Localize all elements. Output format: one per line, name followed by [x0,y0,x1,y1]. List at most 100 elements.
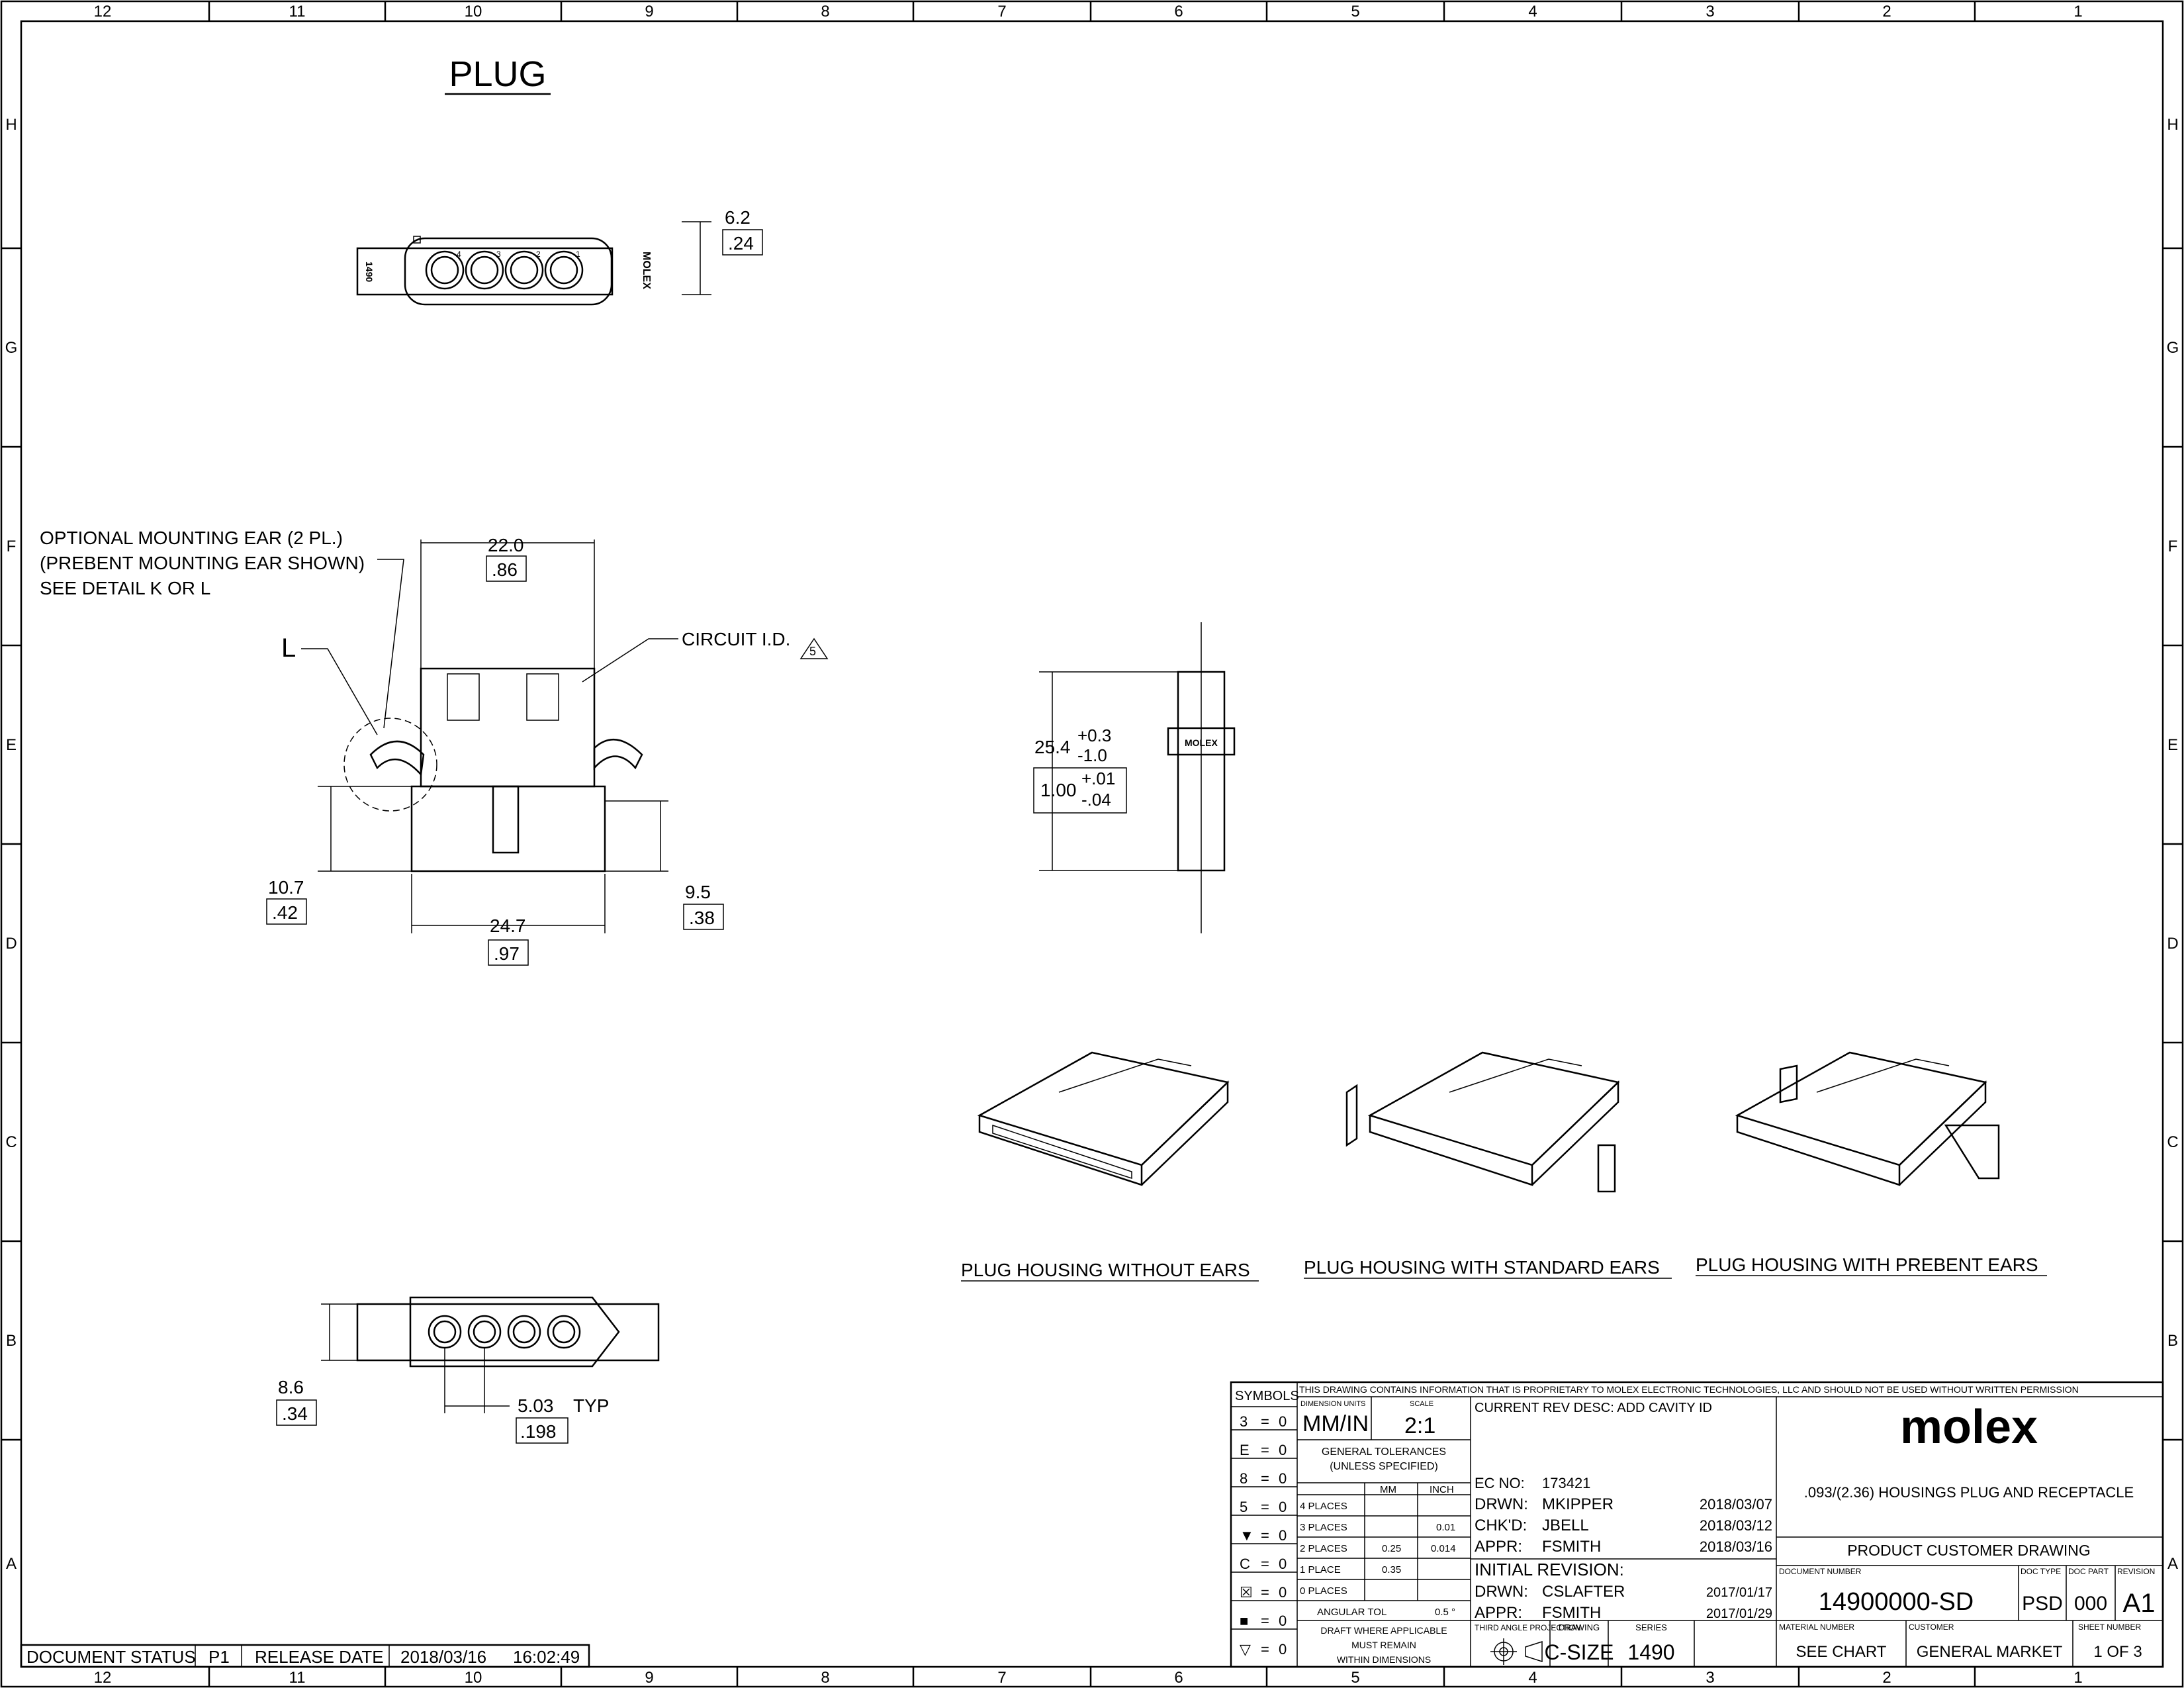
tol-1-place: 1 PLACE [1300,1564,1341,1575]
iso-view-without-ears [977,1051,1230,1186]
doc-number: 14900000-SD [1819,1588,1974,1616]
zone-col-6: 6 [1174,3,1183,21]
proprietary-notice: THIS DRAWING CONTAINS INFORMATION THAT I… [1299,1384,2079,1395]
symbol-value-7: 0 [1279,1584,1287,1601]
zone-row-b: B [6,1332,17,1350]
circuit-id-label: CIRCUIT I.D. [682,629,790,649]
dim-25-4-tol-plus: +0.3 [1077,726,1111,745]
side-label-molex: MOLEX [1185,737,1218,748]
zone-col-10: 10 [465,3,482,21]
dim-top-height-in: .24 [728,233,754,254]
front-view-dimensions: 22.0 .86 10.7 .42 9.5 .38 24.7 .97 [266,535,724,966]
drawing-size-label: DRAWING [1559,1622,1600,1632]
series-label: SERIES [1635,1622,1667,1632]
gen-tol-2: (UNLESS SPECIFIED) [1330,1461,1438,1472]
svg-text:=: = [1261,1556,1269,1572]
initial-rev-label: INITIAL REVISION: [1475,1560,1624,1579]
init-drwn-label: DRWN: [1475,1583,1528,1601]
zone-row-f-right: F [2168,538,2178,555]
zone-col-6-bottom: 6 [1174,1669,1183,1687]
side-view-dimension: 25.4 +0.3 -1.0 1.00 +.01 -.04 [1033,671,1178,871]
draft-1: DRAFT WHERE APPLICABLE [1320,1625,1447,1636]
title-block-text: SYMBOLS 3=0 E=0 8=0 5=0 ▼=0 C=0 ☒=0 ■=0 … [1235,1384,2155,1665]
sheet-label: SHEET NUMBER [2078,1622,2141,1632]
zone-col-11-bottom: 11 [289,1669,306,1687]
title-block [1230,1381,2164,1668]
customer-label: CUSTOMER [1909,1622,1954,1632]
zone-col-2: 2 [1882,3,1891,21]
symbol-value-1: 0 [1279,1413,1287,1430]
svg-text:=: = [1261,1641,1269,1658]
zone-row-d-right: D [2167,935,2178,953]
zone-col-12: 12 [94,3,112,21]
circuit-id-flag: 5 [809,645,816,658]
appr-date: 2018/03/16 [1700,1538,1772,1555]
zone-col-10-bottom: 10 [465,1669,482,1687]
detail-label-l: L [281,633,296,663]
drwn-name: MKIPPER [1542,1495,1614,1513]
dim-10-7-mm: 10.7 [268,877,304,898]
zone-row-d: D [5,935,17,953]
iso-caption-prebent-ears: PLUG HOUSING WITH PREBENT EARS [1696,1254,2038,1275]
symbol-glyph-6: C [1240,1556,1250,1572]
top-label-1490: 1490 [364,261,375,282]
dim-5-03-mm: 5.03 [518,1395,554,1416]
doc-number-label: DOCUMENT NUMBER [1779,1567,1862,1576]
symbol-glyph-5: ▼ [1240,1527,1254,1544]
tol-2-places: 2 PLACES [1300,1543,1347,1554]
dim-22-in: .86 [492,559,518,580]
zone-row-c-right: C [2167,1133,2178,1151]
zone-row-c: C [5,1133,17,1151]
zone-col-9: 9 [645,3,653,21]
dim-24-7-mm: 24.7 [490,915,526,936]
iso-caption-without-ears: PLUG HOUSING WITHOUT EARS [961,1260,1250,1280]
symbols-header: SYMBOLS [1235,1389,1299,1403]
svg-text:=: = [1261,1584,1269,1601]
release-date-label: RELEASE DATE [255,1647,384,1667]
appr-name: FSMITH [1542,1538,1601,1556]
chkd-label: CHK'D: [1475,1517,1527,1534]
symbol-glyph-2: E [1240,1442,1250,1458]
zone-col-3: 3 [1706,3,1714,21]
pin-number-4: 4 [457,250,461,259]
pin-number-3: 3 [496,250,501,259]
symbol-value-4: 0 [1279,1499,1287,1515]
chkd-name: JBELL [1542,1517,1589,1534]
svg-text:=: = [1261,1413,1269,1430]
zone-col-2-bottom: 2 [1882,1669,1891,1687]
init-drwn-name: CSLAFTER [1542,1583,1625,1601]
draft-2: MUST REMAIN [1351,1640,1416,1650]
tol-0-places: 0 PLACES [1300,1585,1347,1597]
symbol-glyph-3: 8 [1240,1470,1248,1487]
doc-title: PRODUCT CUSTOMER DRAWING [1847,1542,2091,1559]
note-line-2: (PREBENT MOUNTING EAR SHOWN) [40,553,365,573]
pin-number-1: 1 [576,250,580,259]
tol-3-places-inch: 0.01 [1436,1522,1455,1533]
zone-row-h-right: H [2167,116,2178,134]
top-view-dimension: 6.2 .24 [682,207,763,295]
dim-22-mm: 22.0 [488,535,524,555]
symbol-value-3: 0 [1279,1470,1287,1487]
drawing-size: C-SIZE [1545,1640,1614,1664]
dim-1-00-tol-minus: -.04 [1081,790,1111,810]
init-appr-date: 2017/01/29 [1706,1607,1772,1621]
ec-no-label: EC NO: [1475,1475,1525,1491]
chkd-date: 2018/03/12 [1700,1517,1772,1534]
dim-5-03-in: .198 [520,1421,557,1442]
release-time: 16:02:49 [513,1647,580,1667]
zone-row-f: F [7,538,17,555]
zone-col-7: 7 [997,3,1006,21]
symbol-value-6: 0 [1279,1556,1287,1572]
zone-col-1-bottom: 1 [2073,1669,2082,1687]
doc-status: P1 [208,1647,230,1667]
dim-1-00-in: 1.00 [1040,780,1077,800]
zone-row-e: E [6,736,17,754]
zone-row-g-right: G [2167,339,2179,357]
note-line-1: OPTIONAL MOUNTING EAR (2 PL.) [40,528,343,548]
appr-label: APPR: [1475,1538,1522,1556]
tol-3-places: 3 PLACES [1300,1522,1347,1533]
svg-text:=: = [1261,1613,1269,1629]
zone-col-4: 4 [1528,3,1537,21]
side-view: MOLEX [1167,622,1236,933]
